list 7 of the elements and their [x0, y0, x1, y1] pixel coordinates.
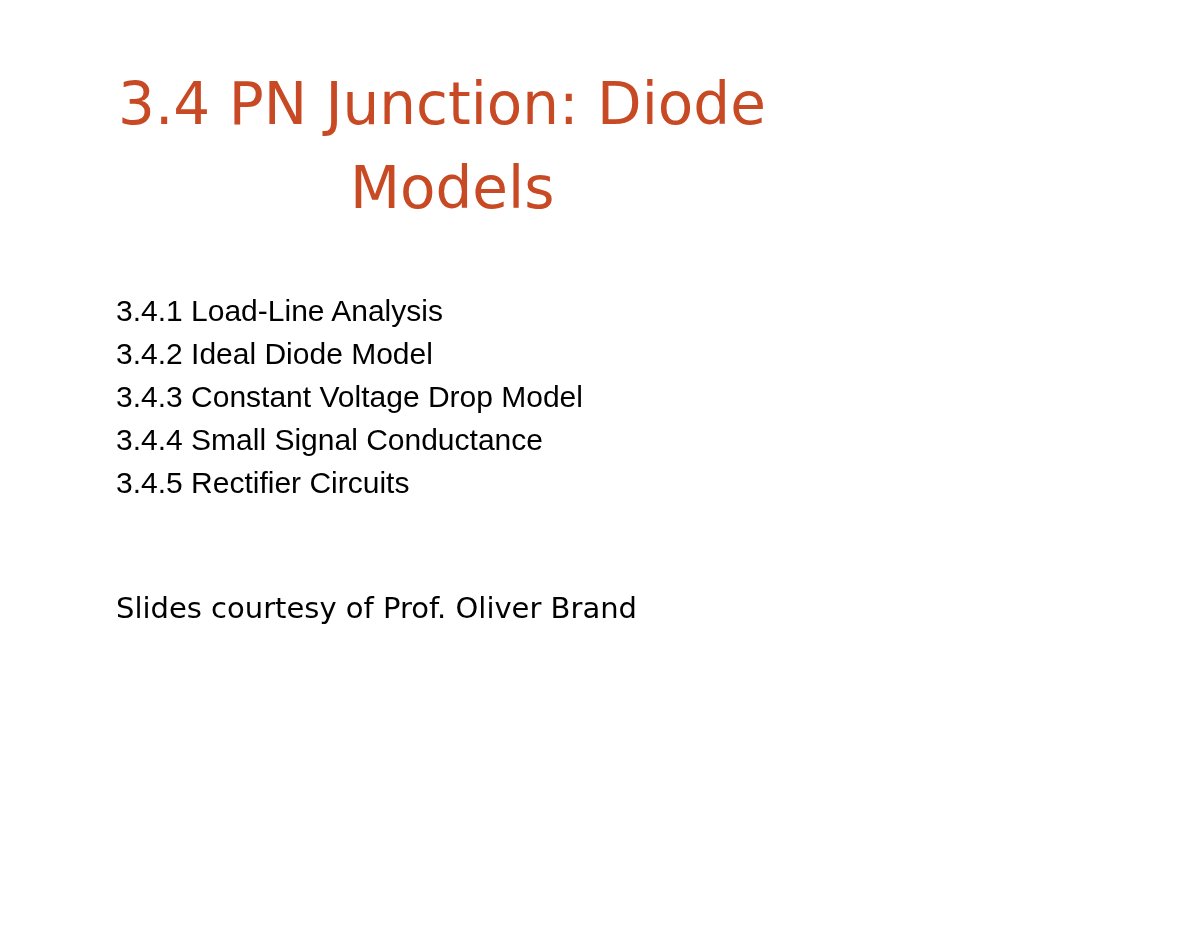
section-list-item: 3.4.1 Load-Line Analysis	[116, 293, 443, 329]
slide-title: 3.4 PN Junction: Diode Models	[118, 69, 767, 224]
section-list-item: 3.4.3 Constant Voltage Drop Model	[116, 379, 583, 415]
section-list-item: 3.4.2 Ideal Diode Model	[116, 336, 433, 372]
section-list-item: 3.4.4 Small Signal Conductance	[116, 422, 543, 458]
section-list-item: 3.4.5 Rectifier Circuits	[116, 465, 410, 501]
credit-note: Slides courtesy of Prof. Oliver Brand	[116, 590, 637, 626]
